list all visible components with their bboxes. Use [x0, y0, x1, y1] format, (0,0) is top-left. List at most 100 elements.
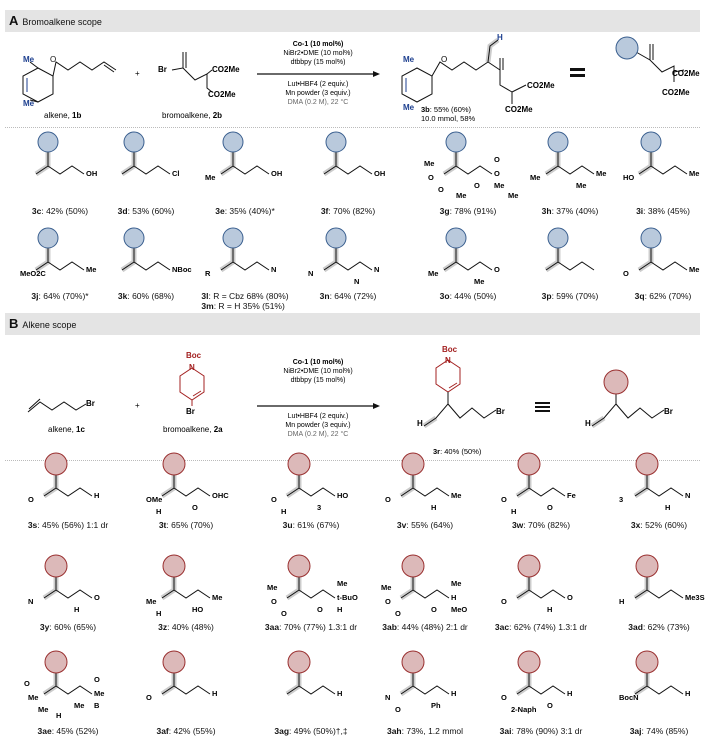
- atom-label: 2-Naph: [511, 705, 537, 714]
- atom-label: Me: [689, 265, 699, 274]
- compound-yield: : 60% (68%): [127, 291, 175, 301]
- compound-id: 3w: [511, 520, 524, 530]
- atom-label: HO: [192, 605, 203, 614]
- bromoalkene-label: bromoalkene, 2b: [162, 111, 222, 120]
- compound-3h-label: 3h: 37% (40%): [542, 206, 599, 216]
- atom-label: O: [623, 269, 629, 278]
- atom-co2me: CO2Me: [662, 88, 690, 97]
- atom-label: H: [281, 507, 286, 516]
- compound-id: 3d: [117, 206, 128, 216]
- compound-3p-structure: [544, 227, 595, 273]
- compound-id: 3g: [439, 206, 450, 216]
- atom-o: O: [50, 55, 56, 64]
- atom-label: BocN: [619, 693, 639, 702]
- atom-co2me: CO2Me: [505, 105, 533, 114]
- compound-3p-label: 3p: 59% (70%): [542, 291, 599, 301]
- compound-yield: : 62% (73%): [642, 622, 690, 632]
- conditions-a: Co-1 (10 mol%) NiBr2•DME (10 mol%) dtbbp…: [283, 41, 352, 106]
- compound-id: 3v: [396, 520, 407, 530]
- compound-3o-label: 3o: 44% (50%): [440, 291, 497, 301]
- compound-id: 3x: [630, 520, 641, 530]
- compound-3z-label: 3z: 40% (48%): [158, 622, 214, 632]
- atom-label: O: [395, 705, 401, 714]
- atom-label: Me: [530, 173, 540, 182]
- atom-label: OH: [374, 169, 385, 178]
- substituent-circle: [287, 554, 311, 578]
- atom-label: H: [74, 605, 79, 614]
- atom-label: O: [28, 495, 34, 504]
- atom-label: MeO: [451, 605, 467, 614]
- atom-label: Me: [451, 579, 461, 588]
- atom-label: Me: [576, 181, 586, 190]
- atom-label: O: [94, 675, 100, 684]
- atom-label: Me: [508, 191, 518, 200]
- atom-br: Br: [186, 407, 195, 416]
- atom-br: Br: [496, 407, 505, 416]
- compound-yield: : 52% (60%): [640, 520, 688, 530]
- atom-label: N: [685, 491, 690, 500]
- compound-3aa-label: 3aa: 70% (77%) 1.3:1 dr: [265, 622, 357, 632]
- atom-label: O: [438, 185, 444, 194]
- condition: NiBr2•DME (10 mol%): [283, 368, 352, 375]
- compound-id: 3aa: [264, 622, 280, 632]
- atom-label: Me: [451, 491, 461, 500]
- product-3b-structure: [401, 38, 527, 104]
- substituent-circle: [123, 131, 145, 153]
- compound-3d-label: 3d: 53% (60%): [118, 206, 175, 216]
- condition: Lut•HBF4 (2 equiv.): [288, 413, 349, 420]
- substituent-circle: [635, 554, 659, 578]
- scheme-a: Me Me O alkene, 1b + Br CO2Me CO2Me brom…: [22, 33, 700, 123]
- compound-yield: : 59% (70%): [551, 291, 599, 301]
- compound-id: 3n: [319, 291, 330, 301]
- compound-3q-structure: Me O: [623, 227, 699, 278]
- atom-label: O: [494, 169, 500, 178]
- compound-yield: : 35% (40%)*: [224, 206, 275, 216]
- compound-id: 3ah: [386, 726, 402, 736]
- compound-yield: : 73%, 1.2 mmol: [401, 726, 464, 736]
- substituent-circle: [44, 650, 68, 674]
- compound-yield: : 45% (52%): [51, 726, 99, 736]
- compound-id: 3f: [320, 206, 329, 216]
- substituent-circle: [287, 452, 311, 476]
- atom-label: H: [451, 689, 456, 698]
- compound-id: 3s: [27, 520, 38, 530]
- compound-3ac-label: 3ac: 62% (74%) 1.3:1 dr: [495, 622, 587, 632]
- atom-br: Br: [664, 407, 673, 416]
- atom-label: 3: [317, 503, 321, 512]
- compound-3g-label: 3g: 78% (91%): [440, 206, 497, 216]
- compound-3ag-label: 3ag: 49% (50%)†,‡: [274, 726, 347, 736]
- atom-label: O: [395, 609, 401, 618]
- atom-label: O: [567, 593, 573, 602]
- atom-label: O: [385, 495, 391, 504]
- compound-3n-label: 3n: 64% (72%): [320, 291, 377, 301]
- atom-co2me: CO2Me: [672, 69, 700, 78]
- atom-label: H: [511, 507, 516, 516]
- compound-3l-structure: NR: [205, 227, 276, 278]
- alkene-label: alkene, 1b: [44, 111, 81, 120]
- substituent-circle: [401, 554, 425, 578]
- compound-id: 3e: [215, 206, 225, 216]
- compound-3ah-label: 3ah: 73%, 1.2 mmol: [387, 726, 463, 736]
- atom-label: Fe: [567, 491, 576, 500]
- atom-label: Me: [94, 689, 104, 698]
- compound-3x-structure: N3H: [619, 452, 690, 512]
- compound-yield: : 70% (82%): [328, 206, 376, 216]
- atom-label: Me: [474, 277, 484, 286]
- compound-yield: : 60% (65%): [49, 622, 97, 632]
- substituent-circle: [222, 131, 244, 153]
- atom-label: Me: [212, 593, 222, 602]
- compound-3s-structure: HO: [28, 452, 99, 504]
- compound-yield: : 49% (50%)†,‡: [289, 726, 348, 736]
- atom-label: Me: [494, 181, 504, 190]
- compound-yield: : 45% (56%) 1:1 dr: [37, 520, 109, 530]
- atom-label: O: [547, 503, 553, 512]
- atom-label: H: [619, 597, 624, 606]
- substituent-circle: [401, 650, 425, 674]
- compound-id: 3af: [156, 726, 169, 736]
